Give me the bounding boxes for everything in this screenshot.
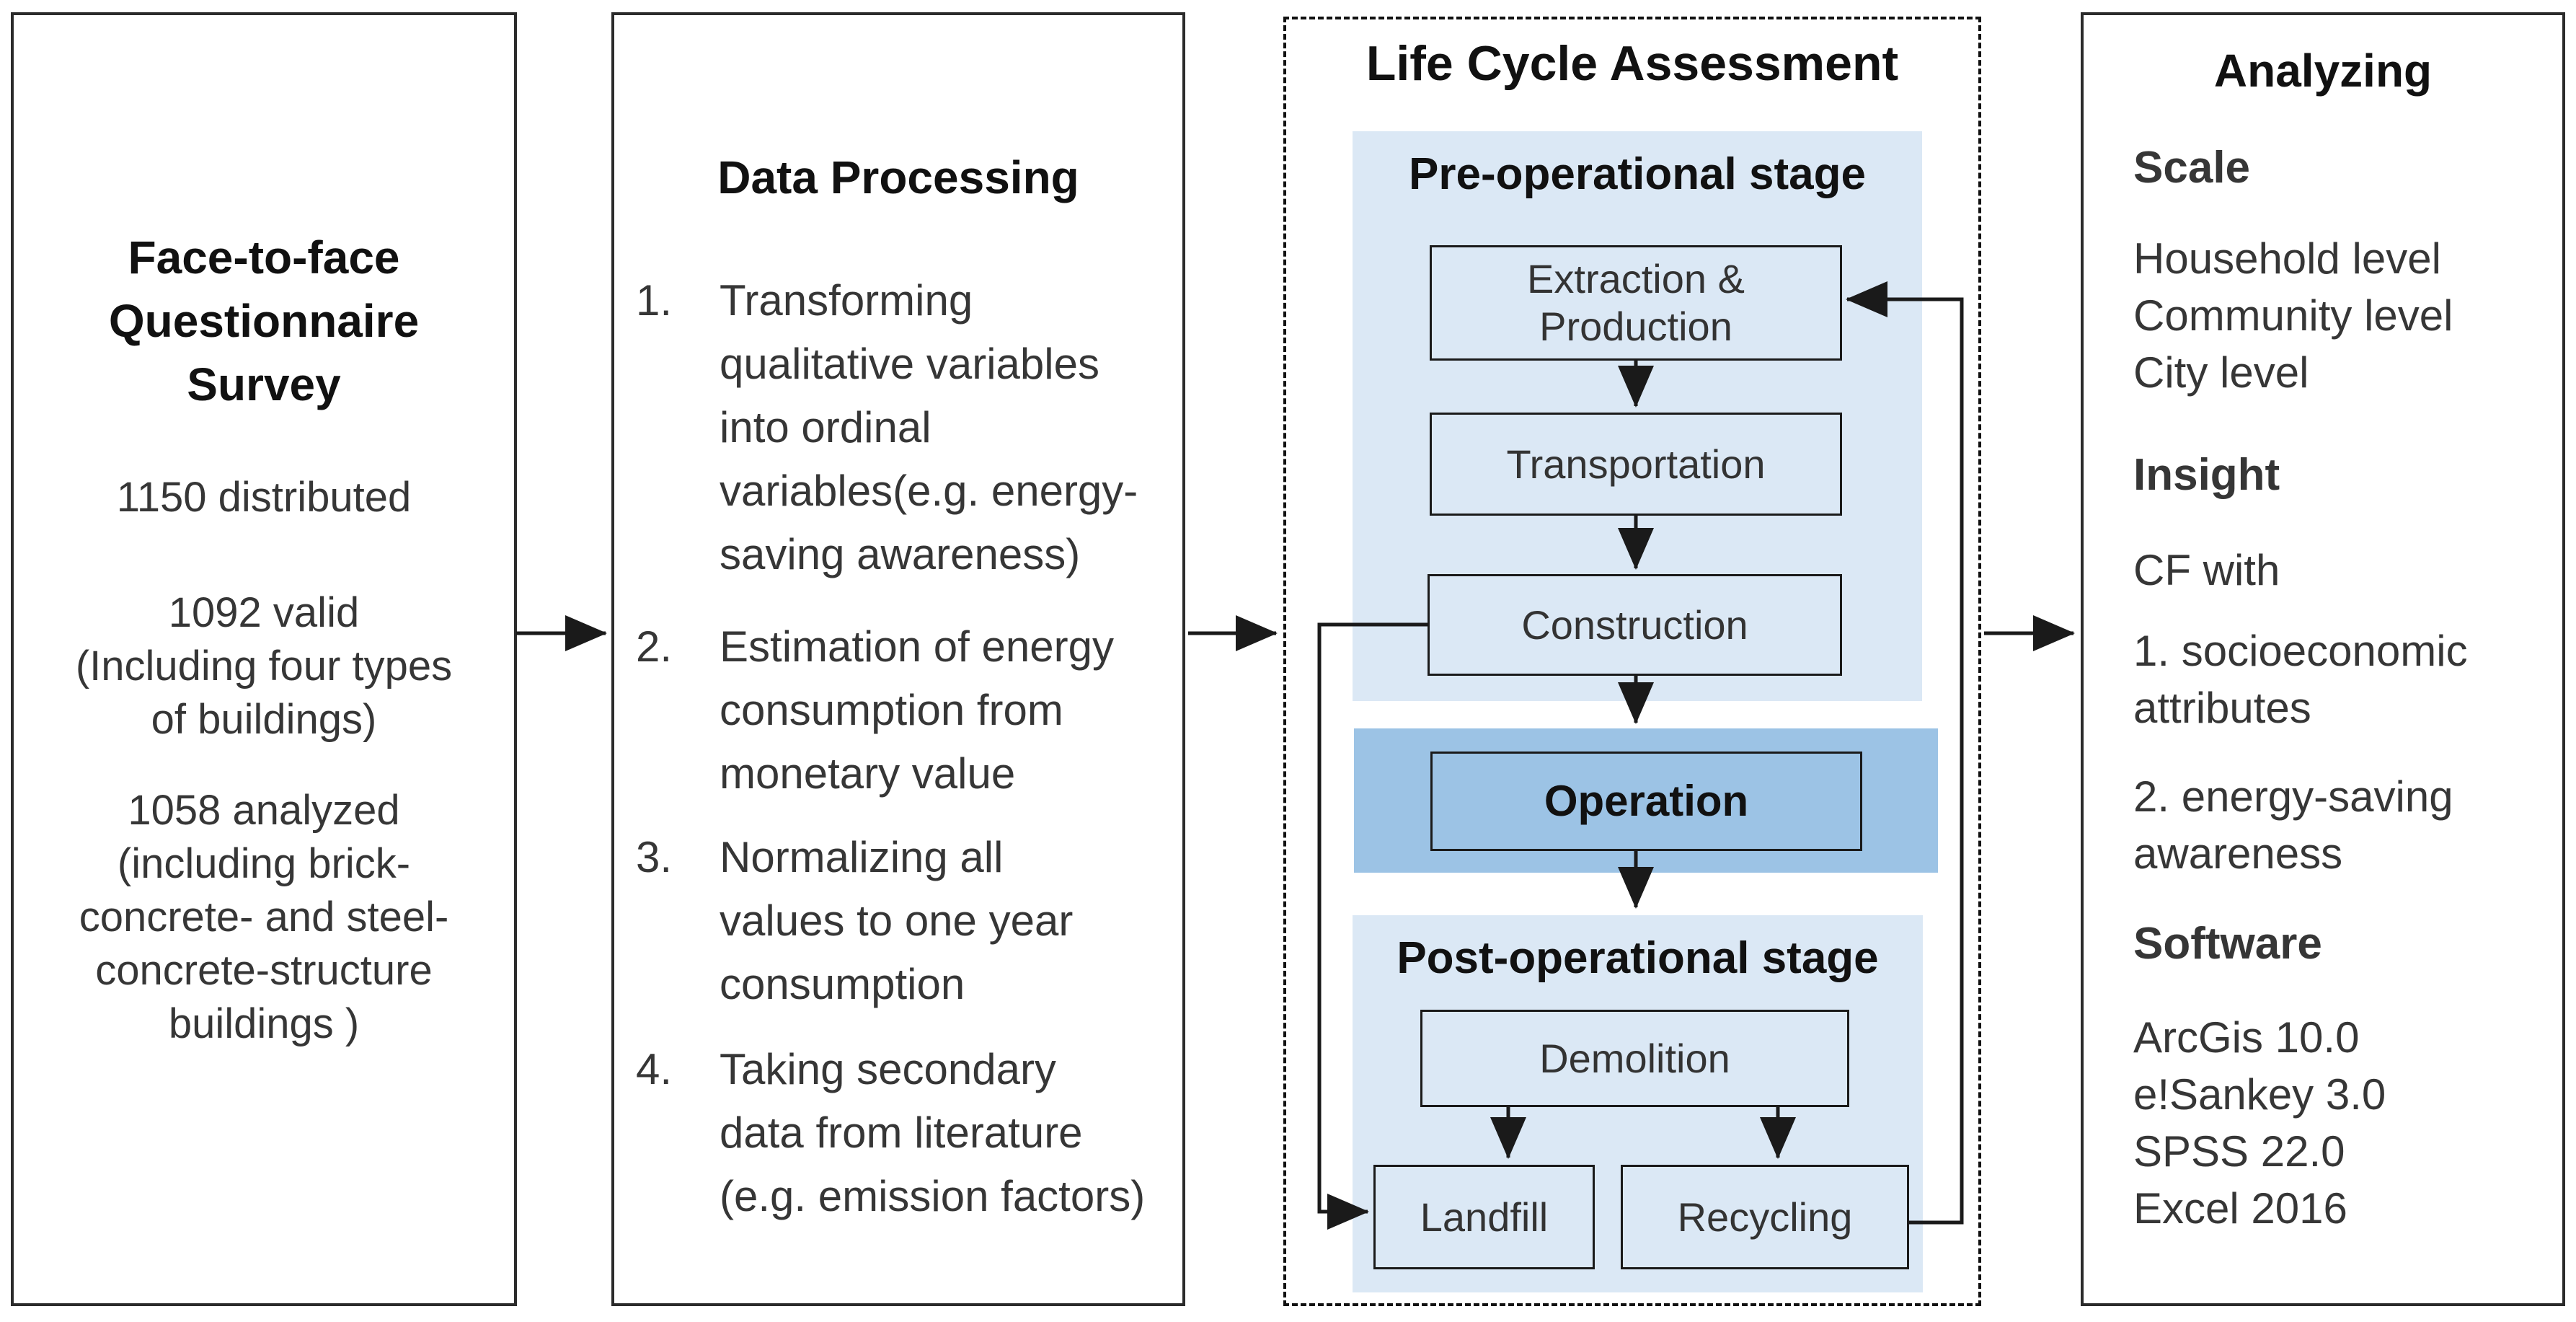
survey-stat-distributed: 1150 distributed bbox=[116, 474, 412, 521]
step-text: Estimation of energy consumption from mo… bbox=[720, 622, 1114, 798]
box-recycling: Recycling bbox=[1621, 1165, 1909, 1269]
box-demolition: Demolition bbox=[1420, 1010, 1849, 1107]
box-label: Transportation bbox=[1506, 441, 1766, 487]
panel-data-processing: Data Processing 1. Transforming qualitat… bbox=[611, 12, 1185, 1306]
box-label: Extraction & Production bbox=[1527, 256, 1745, 349]
scale-heading: Scale bbox=[2133, 143, 2251, 193]
panel-survey: Face-to-face Questionnaire Survey 1150 d… bbox=[11, 12, 517, 1306]
box-landfill: Landfill bbox=[1373, 1165, 1595, 1269]
panel-life-cycle-assessment: Life Cycle Assessment Pre-operational st… bbox=[1283, 17, 1981, 1306]
box-label: Demolition bbox=[1539, 1035, 1730, 1081]
processing-step-3: 3. Normalizing all values to one year co… bbox=[636, 826, 1073, 1016]
step-text: Transforming qualitative variables into … bbox=[720, 276, 1138, 578]
analyzing-title: Analyzing bbox=[2213, 45, 2433, 97]
processing-step-1: 1. Transforming qualitative variables in… bbox=[636, 269, 1138, 586]
box-label: Construction bbox=[1521, 601, 1748, 648]
box-extraction-production: Extraction & Production bbox=[1430, 245, 1842, 361]
panel-analyzing: Analyzing Scale Household level Communit… bbox=[2081, 12, 2565, 1306]
scale-list: Household level Community level City lev… bbox=[2133, 234, 2453, 397]
insight-intro: CF with bbox=[2133, 546, 2280, 594]
step-text: Taking secondary data from literature (e… bbox=[720, 1045, 1146, 1220]
insight-item-2: 2. energy-saving awareness bbox=[2133, 772, 2453, 878]
step-number: 3. bbox=[636, 833, 673, 881]
lca-title: Life Cycle Assessment bbox=[1366, 36, 1899, 91]
box-construction: Construction bbox=[1428, 574, 1842, 676]
survey-stat-valid: 1092 valid (Including four types of buil… bbox=[75, 589, 453, 743]
step-text: Normalizing all values to one year consu… bbox=[720, 833, 1074, 1008]
insight-heading: Insight bbox=[2133, 450, 2280, 500]
box-label: Operation bbox=[1544, 777, 1749, 825]
step-number: 4. bbox=[636, 1045, 673, 1093]
survey-stat-analyzed: 1058 analyzed (including brick- concrete… bbox=[79, 787, 449, 1047]
box-transportation: Transportation bbox=[1430, 413, 1842, 516]
software-heading: Software bbox=[2133, 919, 2322, 969]
processing-step-2: 2. Estimation of energy consumption from… bbox=[636, 615, 1114, 806]
insight-item-1: 1. socioeconomic attributes bbox=[2133, 627, 2468, 732]
step-number: 2. bbox=[636, 622, 673, 671]
box-operation: Operation bbox=[1430, 752, 1862, 851]
processing-step-4: 4. Taking secondary data from literature… bbox=[636, 1038, 1145, 1228]
step-number: 1. bbox=[636, 276, 673, 325]
data-processing-title: Data Processing bbox=[717, 151, 1079, 203]
box-label: Recycling bbox=[1677, 1194, 1853, 1240]
box-label: Landfill bbox=[1420, 1194, 1549, 1240]
pre-operational-label: Pre-operational stage bbox=[1409, 149, 1866, 199]
survey-title: Face-to-face Questionnaire Survey bbox=[108, 232, 420, 410]
software-list: ArcGis 10.0 e!Sankey 3.0 SPSS 22.0 Excel… bbox=[2133, 1013, 2386, 1233]
post-operational-label: Post-operational stage bbox=[1397, 933, 1879, 983]
